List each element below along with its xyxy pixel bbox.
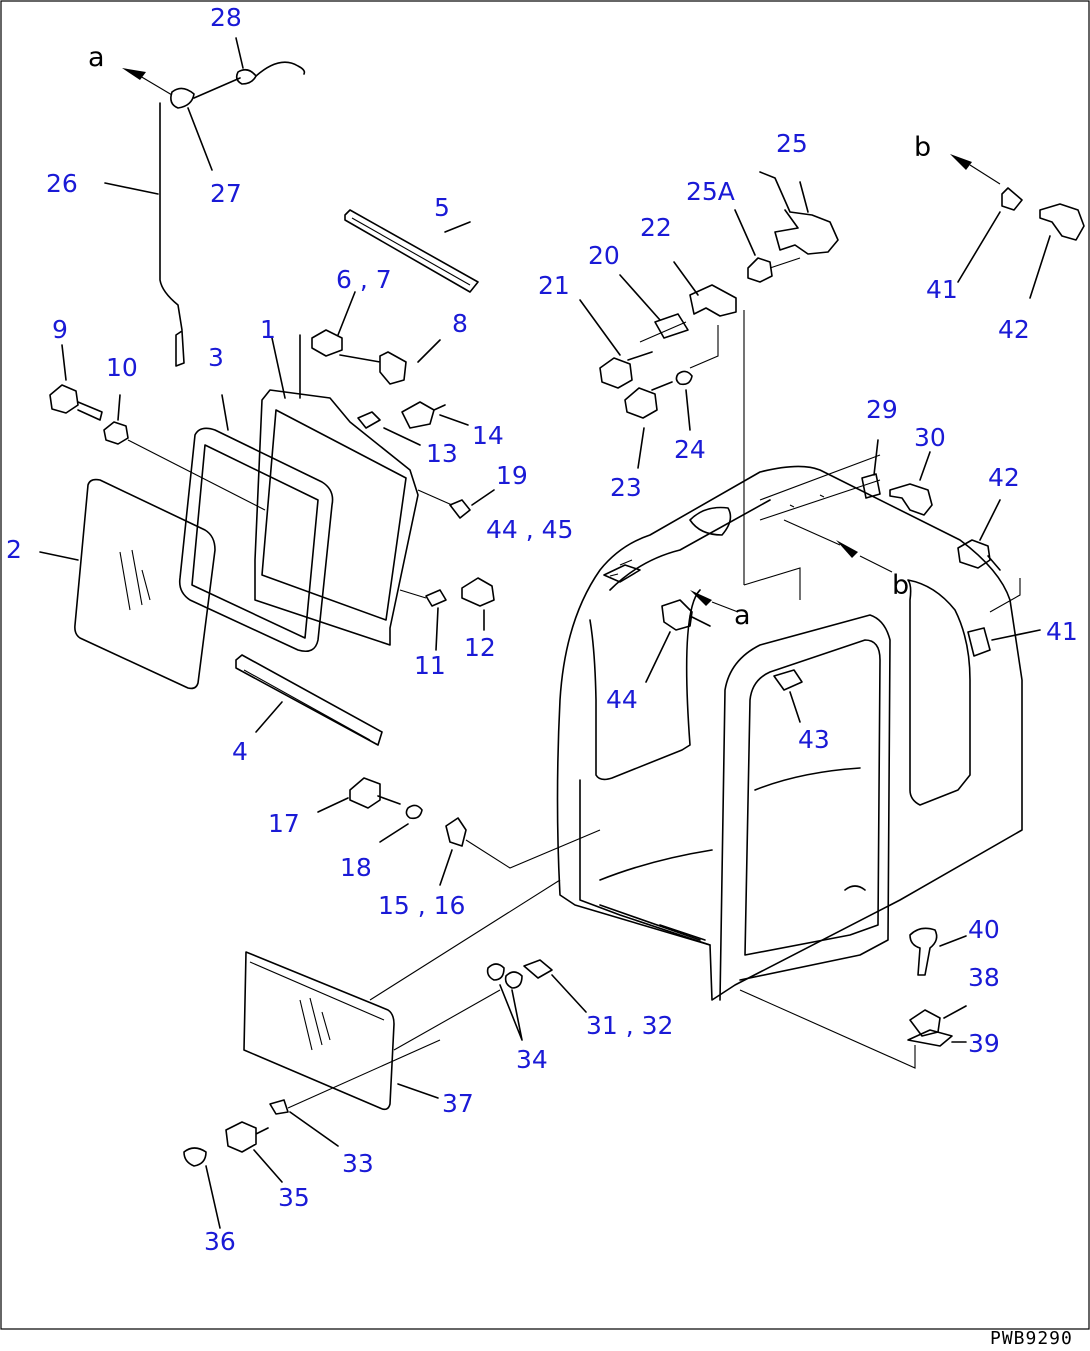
callout-44-45: 44 , 45: [486, 515, 573, 544]
callout-19: 19: [496, 461, 528, 490]
callout-35: 35: [278, 1183, 310, 1212]
callout-42-top: 42: [998, 315, 1030, 344]
left-hardware: [49, 291, 601, 886]
callout-24: 24: [674, 435, 706, 464]
right-cab-hardware: [603, 439, 1041, 723]
right-top-hardware: [950, 154, 1085, 299]
callout-13: 13: [426, 439, 458, 468]
callout-44: 44: [606, 685, 638, 714]
callout-15-16: 15 , 16: [378, 891, 465, 920]
cab-body: [556, 454, 1023, 1001]
window-frame-group: [39, 209, 479, 746]
callout-6-7: 6 , 7: [336, 265, 392, 294]
callout-28: 28: [210, 3, 242, 32]
rear-window-group: [183, 879, 967, 1229]
view-ref-a-top: a: [88, 42, 105, 73]
callout-25: 25: [776, 129, 808, 158]
callout-38: 38: [968, 963, 1000, 992]
callout-43: 43: [798, 725, 830, 754]
upper-hardware: [579, 171, 839, 585]
callout-36: 36: [204, 1227, 236, 1256]
callout-2: 2: [6, 535, 22, 564]
callout-23: 23: [610, 473, 642, 502]
callout-29: 29: [866, 395, 898, 424]
view-ref-b-cab: b: [892, 570, 909, 601]
callout-11: 11: [414, 651, 446, 680]
arrow-icon: [122, 68, 146, 80]
callout-39: 39: [968, 1029, 1000, 1058]
callout-41-side: 41: [1046, 617, 1078, 646]
callout-31-32: 31 , 32: [586, 1011, 673, 1040]
callout-12: 12: [464, 633, 496, 662]
view-ref-arrows: [122, 68, 173, 96]
callout-8: 8: [452, 309, 468, 338]
callout-22: 22: [640, 213, 672, 242]
view-ref-labels: a b a b: [88, 42, 931, 631]
callout-26: 26: [46, 169, 78, 198]
callout-labels: 28 27 26 5 6 , 7 8 9 10 3 1 14 13 19 2 1…: [6, 3, 1078, 1256]
cable-assembly: [104, 37, 306, 367]
callout-20: 20: [588, 241, 620, 270]
callout-18: 18: [340, 853, 372, 882]
callout-10: 10: [106, 353, 138, 382]
callout-3: 3: [208, 343, 224, 372]
callout-30: 30: [914, 423, 946, 452]
callout-42-side: 42: [988, 463, 1020, 492]
callout-1: 1: [260, 315, 276, 344]
callout-9: 9: [52, 315, 68, 344]
view-ref-b-top: b: [914, 132, 931, 163]
drawing-code: PWB9290: [990, 1328, 1073, 1349]
callout-17: 17: [268, 809, 300, 838]
callout-14: 14: [472, 421, 504, 450]
callout-40: 40: [968, 915, 1000, 944]
callout-41-top: 41: [926, 275, 958, 304]
callout-27: 27: [210, 179, 242, 208]
callout-37: 37: [442, 1089, 474, 1118]
callout-4: 4: [232, 737, 248, 766]
callout-5: 5: [434, 193, 450, 222]
callout-33: 33: [342, 1149, 374, 1178]
view-ref-a-cab: a: [734, 600, 751, 631]
callout-21: 21: [538, 271, 570, 300]
callout-34: 34: [516, 1045, 548, 1074]
callout-25a: 25A: [686, 177, 735, 206]
